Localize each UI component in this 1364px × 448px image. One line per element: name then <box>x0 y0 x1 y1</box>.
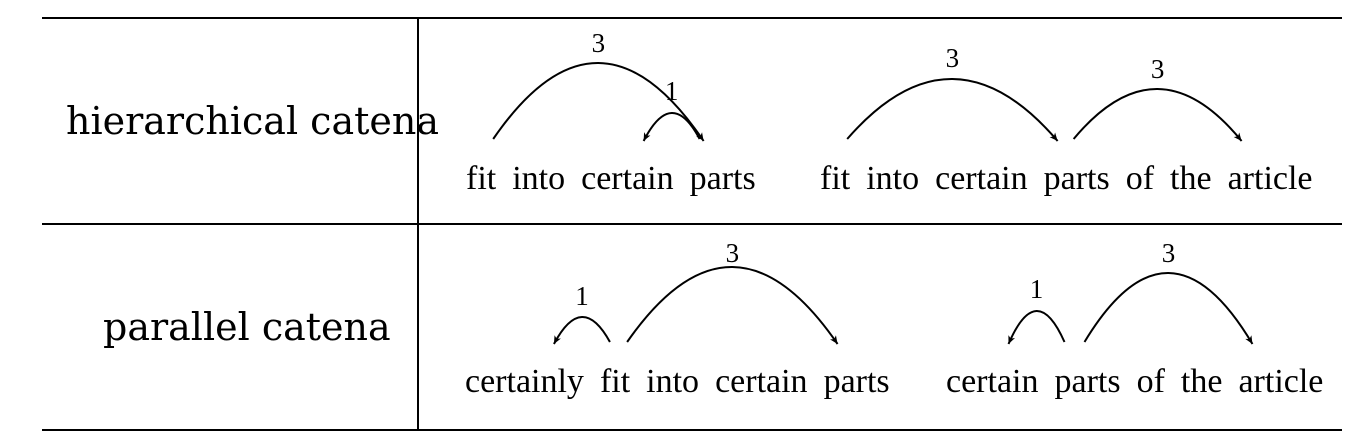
word-token: the <box>1181 363 1223 400</box>
arc-label: 3 <box>726 238 740 268</box>
arc-label: 1 <box>1030 274 1044 304</box>
arc-label: 1 <box>575 281 589 311</box>
arc-label: 3 <box>946 43 960 73</box>
table-column-divider <box>417 18 419 430</box>
arc-label: 3 <box>592 28 606 58</box>
word-token: the <box>1170 160 1212 197</box>
word-token: parts <box>824 363 890 400</box>
word-token: fit <box>600 363 631 400</box>
arc-label: 1 <box>665 76 679 106</box>
word-token: certain <box>946 363 1039 400</box>
word-token: of <box>1126 160 1155 197</box>
dependency-arc <box>846 78 1059 142</box>
table-mid-rule <box>42 223 1342 225</box>
word-token: article <box>1228 160 1313 197</box>
table-bottom-rule <box>42 429 1342 431</box>
word-token: into <box>646 363 699 400</box>
dependency-arc <box>1007 310 1066 345</box>
word-token: into <box>512 160 565 197</box>
word-token: certainly <box>465 363 584 400</box>
dependency-arc <box>1072 88 1243 142</box>
word-token: fit <box>820 160 851 197</box>
word-token: parts <box>690 160 756 197</box>
row-label-parallel: parallel catena <box>103 305 391 349</box>
dependency-arc <box>492 62 705 142</box>
arc-label: 3 <box>1151 54 1165 84</box>
dependency-arc <box>1083 272 1254 345</box>
word-token: fit <box>466 160 497 197</box>
dependency-arc <box>642 112 701 142</box>
word-token: certain <box>581 160 674 197</box>
dependency-arc <box>626 266 839 345</box>
word-token: certain <box>715 363 808 400</box>
arc-label: 3 <box>1162 238 1176 268</box>
word-token: parts <box>1044 160 1110 197</box>
dependency-arc <box>553 316 611 345</box>
word-token: of <box>1137 363 1166 400</box>
word-token: parts <box>1055 363 1121 400</box>
word-token: certain <box>935 160 1028 197</box>
row-label-hierarchical: hierarchical catena <box>66 99 440 143</box>
word-token: into <box>866 160 919 197</box>
table-top-rule <box>42 17 1342 19</box>
word-token: article <box>1238 363 1323 400</box>
